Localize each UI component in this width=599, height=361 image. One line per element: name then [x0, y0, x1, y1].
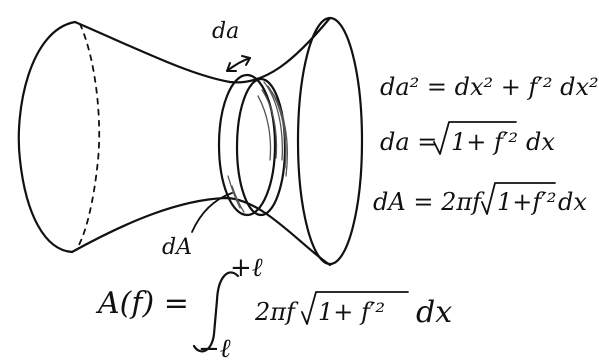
equation-dA-sqrt-sign: [481, 182, 556, 215]
integral-lower-limit: −ℓ: [198, 334, 231, 361]
integral-upper-limit: +ℓ: [230, 253, 263, 283]
strip-inner-ring: [235, 77, 287, 217]
integrand-radicand: 1+ f′²: [318, 298, 385, 326]
dA-label: dA: [162, 235, 192, 260]
equation-da-radicand: 1+ f′²: [451, 128, 518, 156]
integrand-prefix: 2πf: [254, 298, 299, 326]
equations: da² = dx² + f′² dx² da = 1+ f′² dx dA = …: [373, 73, 599, 216]
equation-da-lhs: da =: [380, 128, 437, 156]
strip-shading: [227, 81, 288, 213]
equation-dA-dx: dx: [558, 188, 587, 216]
integrand-differential: dx: [416, 295, 452, 330]
equation-dA-lhs: dA = 2πf: [373, 188, 485, 216]
integrand-sqrt-sign: [301, 291, 409, 325]
equation-arc-squared: da² = dx² + f′² dx²: [380, 73, 599, 101]
top-silhouette: [73, 16, 332, 84]
dA-leader-line: [191, 192, 233, 233]
right-end-ellipse: [296, 16, 364, 266]
equation-dA-radicand: 1+f′²: [497, 188, 556, 216]
bottom-silhouette: [70, 196, 332, 267]
left-end-hidden-edge: [75, 23, 101, 251]
area-integral: A(f) = +ℓ −ℓ 2πf 1+ f′² dx: [95, 253, 452, 361]
da-arrow: [226, 55, 251, 72]
equation-da-dx: dx: [526, 128, 555, 156]
surface-drawing: [17, 16, 364, 267]
left-end-outline: [17, 20, 77, 254]
integral-lhs: A(f) =: [95, 286, 189, 321]
integral-sign: [192, 271, 240, 353]
strip-outer-ring: [217, 73, 277, 217]
da-label: da: [212, 19, 239, 44]
equation-da-sqrt-sign: [433, 121, 517, 155]
